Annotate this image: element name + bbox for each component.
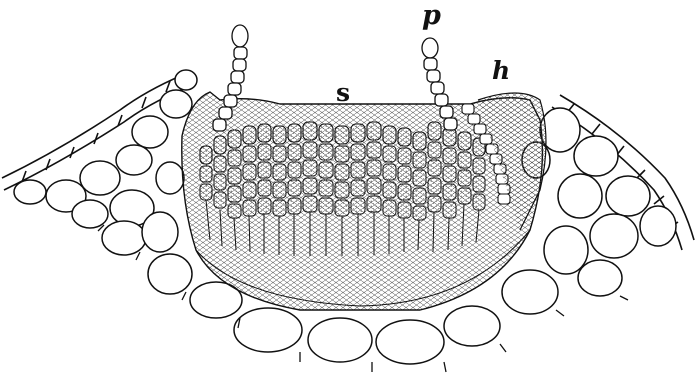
label-s: s: [336, 80, 350, 105]
bottom-parenchyma-cells: [234, 306, 500, 364]
label-h: h: [492, 58, 510, 83]
label-p: p: [422, 2, 441, 29]
